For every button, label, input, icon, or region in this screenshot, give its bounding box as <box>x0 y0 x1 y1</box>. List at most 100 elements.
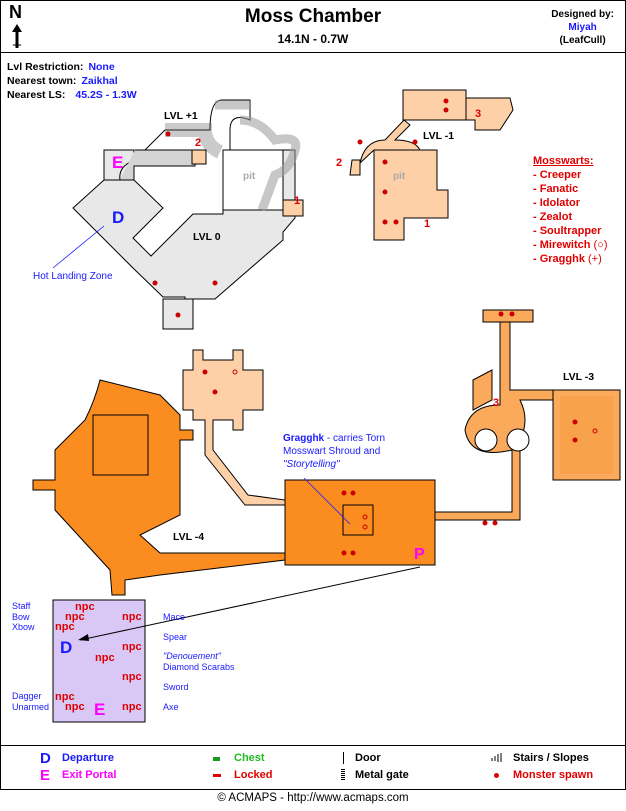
dungeon-map <box>32 89 621 723</box>
door-icon <box>343 752 344 764</box>
mosswart-item: - Creeper <box>533 169 582 181</box>
pit-label-minus-1: pit <box>393 171 406 182</box>
mosswart-item: - Soultrapper <box>533 225 602 237</box>
header-divider <box>0 52 626 53</box>
level-label-plus-1: LVL +1 <box>164 110 198 122</box>
mosswart-item: - Idolator <box>533 197 581 209</box>
departure-marker: D <box>112 208 125 227</box>
npc-xbow: npc <box>55 621 75 633</box>
nearest-ls-value: 45.2S - 1.3W <box>75 89 137 101</box>
stair-number-2: 2 <box>336 157 343 169</box>
level-0 <box>72 99 304 330</box>
lvl-m1-pit-room <box>373 149 449 241</box>
designer-name: Miyah <box>568 22 597 33</box>
level-minus-1 <box>349 89 514 241</box>
stair-number-3: 3 <box>475 108 482 120</box>
gragghk-text: - carries Torn <box>324 433 386 444</box>
gragghk-text: Mosswart Shroud and <box>283 446 381 457</box>
label-dagger: Dagger <box>12 691 42 701</box>
legend-metal-gate: Metal gate <box>355 769 409 781</box>
level-minus-3 <box>431 309 621 526</box>
npc-scarabs: npc <box>95 652 115 664</box>
legend-exit: Exit Portal <box>62 769 117 781</box>
stair-number-1: 1 <box>294 195 301 207</box>
stair-number-1: 1 <box>424 218 431 230</box>
page-title: Moss Chamber <box>244 6 382 27</box>
mosswart-name: - Gragghk <box>533 253 585 265</box>
exit-marker: E <box>112 153 124 172</box>
level-label-minus-1: LVL -1 <box>423 130 455 142</box>
nearest-town: Nearest town: Zaikhal <box>7 75 118 87</box>
mosswart-name: - Mirewitch <box>533 239 591 251</box>
label-staff: Staff <box>12 601 31 611</box>
monster-spawn-icon <box>494 773 499 778</box>
spawn-dot <box>165 131 171 137</box>
gragghk-name: Gragghk <box>283 433 325 444</box>
hot-landing-zone-note: Hot Landing Zone <box>33 271 113 282</box>
legend-departure: Departure <box>62 752 114 764</box>
nearest-ls-label: Nearest LS: <box>7 89 66 101</box>
label-sword: Sword <box>163 682 189 692</box>
label-mace: Mace <box>163 612 186 622</box>
north-arrow-icon <box>12 24 22 48</box>
level-label-minus-4: LVL -4 <box>173 531 205 543</box>
dungeon-coords: 14.1N - 0.7W <box>277 32 349 46</box>
mosswart-item: - Gragghk (+) <box>533 253 602 265</box>
gragghk-text: "Storytelling" <box>283 459 340 470</box>
mosswart-item: - Fanatic <box>533 183 579 195</box>
designer-group: (LeafCull) <box>559 35 606 46</box>
pit-label-0: pit <box>243 171 256 182</box>
label-unarmed: Unarmed <box>12 702 50 712</box>
level-label-minus-3: LVL -3 <box>563 371 595 383</box>
npc-room-exit: E <box>94 700 106 719</box>
stair-number-3: 3 <box>493 397 500 409</box>
label-diamond-scarabs: Diamond Scarabs <box>163 662 235 672</box>
gragghk-symbol: (+) <box>588 253 602 265</box>
npc-sword: npc <box>122 671 142 683</box>
spawn-dot <box>175 312 181 318</box>
nearest-town-value: Zaikhal <box>81 75 118 87</box>
metal-gate-icon <box>341 769 345 781</box>
label-spear: Spear <box>163 632 188 642</box>
mosswart-item: - Mirewitch (○) <box>533 239 608 251</box>
mosswart-item: - Zealot <box>533 211 573 223</box>
legend-chest: Chest <box>234 752 265 764</box>
designer-credit: Designed by: Miyah (LeafCull) <box>551 8 614 47</box>
legend-stairs: Stairs / Slopes <box>513 752 589 764</box>
north-label: N <box>9 2 22 22</box>
legend-exit-icon: E <box>40 767 51 784</box>
label-denouement: "Denouement" <box>163 651 221 661</box>
gragghk-note: Gragghk - carries Torn Mosswart Shroud a… <box>283 432 385 471</box>
legend-monster-spawn: Monster spawn <box>513 769 594 781</box>
stair-number-2: 2 <box>195 137 202 149</box>
level-minus-4 <box>32 379 436 596</box>
portal-marker: P <box>414 546 425 563</box>
npc-unarmed: npc <box>65 701 85 713</box>
portal-arrow-head-icon <box>78 634 89 641</box>
npc-dagger: npc <box>55 691 75 703</box>
locked-icon <box>213 774 221 777</box>
legend-locked: Locked <box>234 769 273 781</box>
chest-icon <box>213 757 220 761</box>
label-xbow: Xbow <box>12 622 35 632</box>
label-axe: Axe <box>163 702 179 712</box>
lvl-restriction-value: None <box>88 61 115 73</box>
npc-bow: npc <box>65 611 85 623</box>
mosswarts-heading: Mosswarts: <box>533 155 594 167</box>
npc-room-departure: D <box>60 638 73 657</box>
legend-divider <box>0 745 626 746</box>
stairs-icon <box>491 753 502 762</box>
lvl-restriction: Lvl Restriction:None <box>7 61 115 73</box>
designed-by-label: Designed by: <box>551 9 614 20</box>
npc-spear: npc <box>122 641 142 653</box>
copyright: © ACMAPS - http://www.acmaps.com <box>217 792 409 804</box>
spawn-dot <box>212 280 218 286</box>
level-minus-4-upper <box>182 349 286 506</box>
nearest-town-label: Nearest town: <box>7 75 77 87</box>
npc-room <box>52 599 146 723</box>
spawn-dot <box>152 280 158 286</box>
level-label-0: LVL 0 <box>193 231 221 243</box>
lvl-m1-north-room <box>402 89 467 121</box>
npc-staff: npc <box>75 601 95 613</box>
label-bow: Bow <box>12 612 30 622</box>
